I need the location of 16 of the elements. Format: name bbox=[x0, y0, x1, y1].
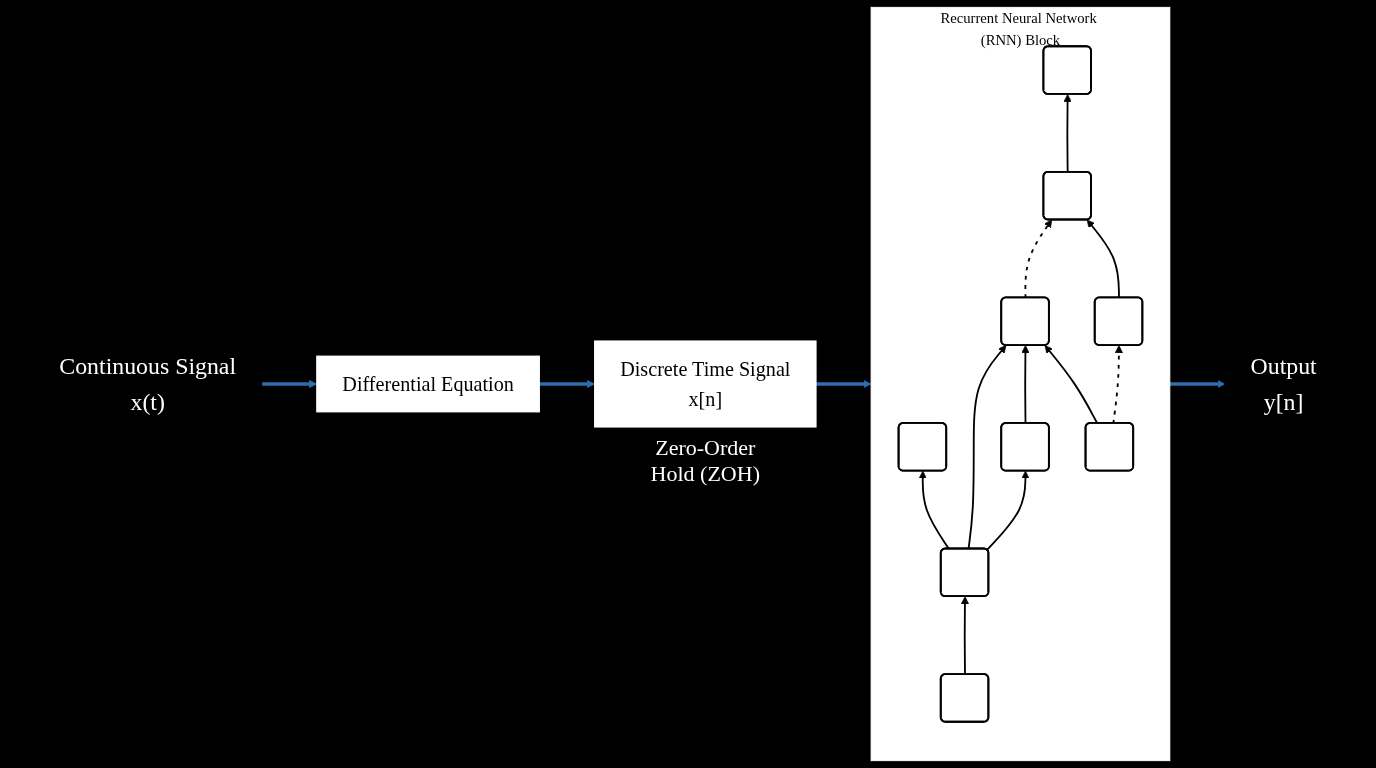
node-text: Continuous Signal x(t) bbox=[59, 352, 237, 416]
arrow bbox=[986, 470, 1030, 551]
cluster: Recurrent Neural Network (RNN) Block bbox=[870, 6, 1171, 762]
arrow bbox=[1024, 219, 1053, 299]
arrow bbox=[539, 379, 595, 389]
arrow bbox=[261, 379, 318, 389]
arrow bbox=[918, 470, 950, 550]
node-box: Differential Equation bbox=[316, 355, 540, 413]
arrow bbox=[816, 379, 872, 389]
arrow bbox=[960, 596, 969, 676]
node-text: Output y[n] bbox=[1250, 352, 1317, 416]
arrow bbox=[1169, 379, 1226, 389]
node-box: Discrete Time Signal x[n] bbox=[594, 340, 817, 428]
arrow bbox=[1086, 219, 1120, 299]
arrow bbox=[967, 345, 1007, 550]
node-caption: Zero-Order Hold (ZOH) bbox=[649, 435, 761, 488]
